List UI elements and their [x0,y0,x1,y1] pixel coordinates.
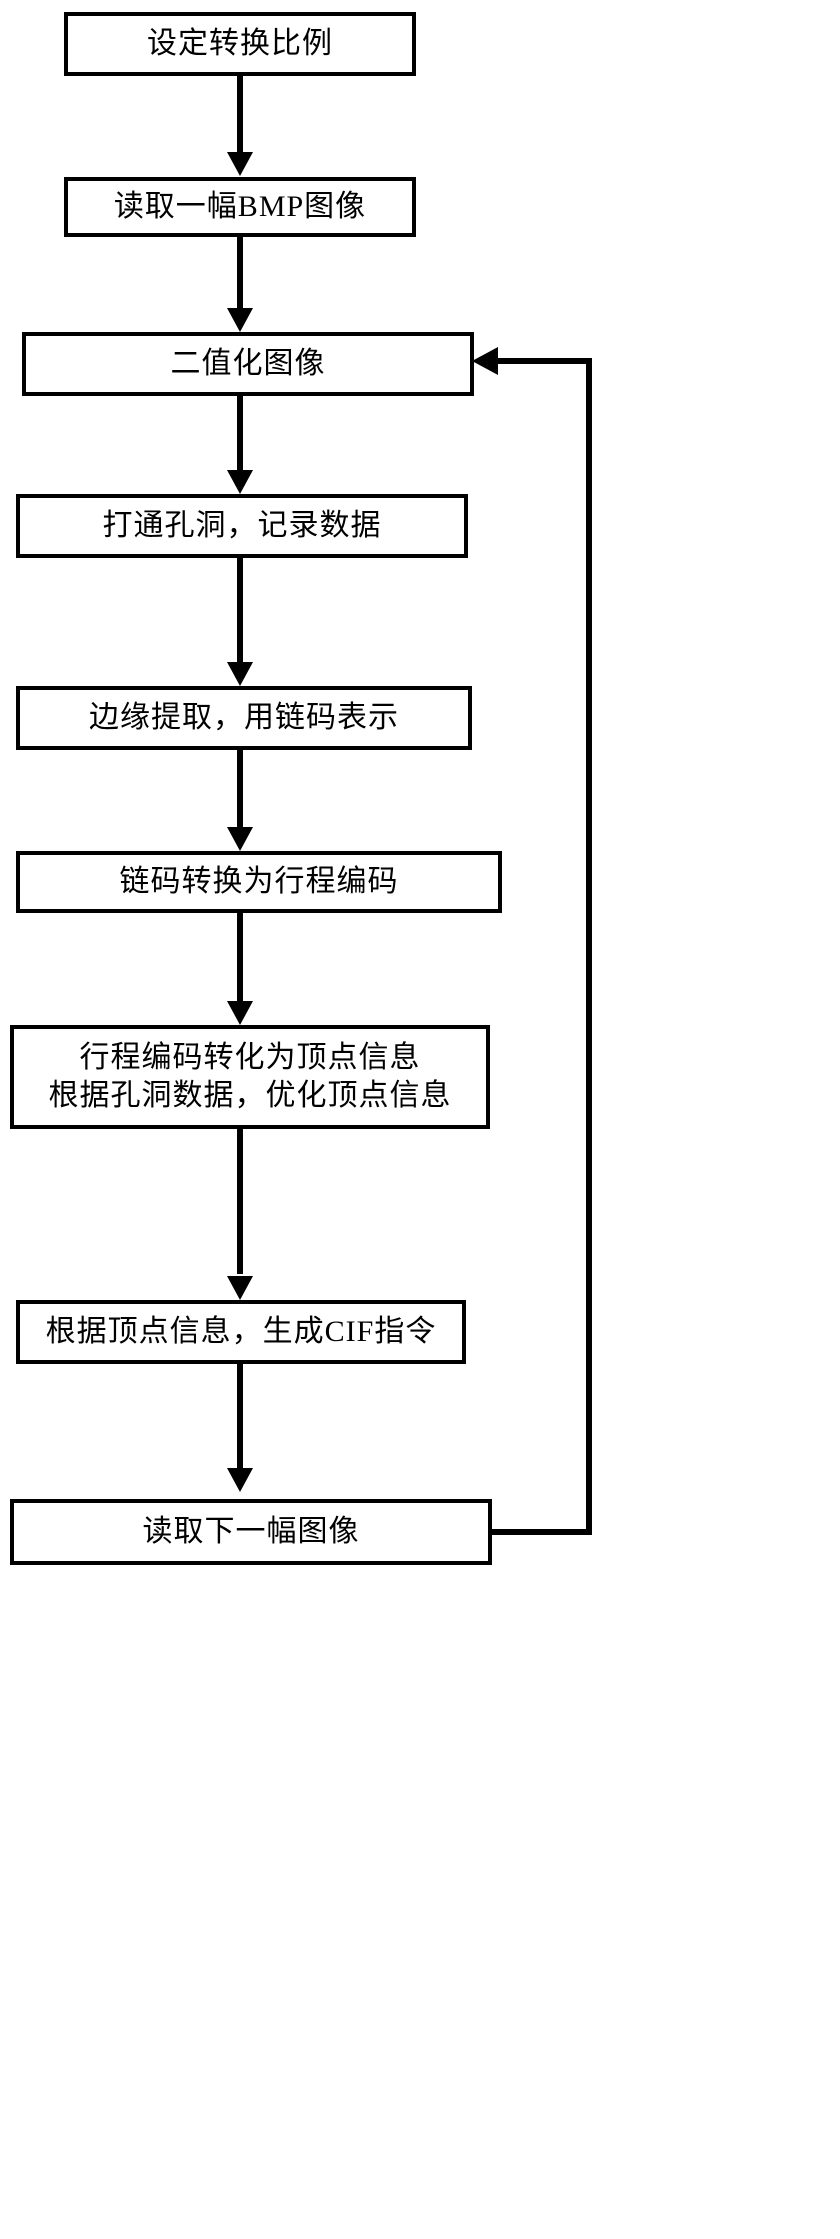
process-node-read-bmp[interactable]: 读取一幅BMP图像 [64,177,416,237]
node-label: 读取一幅BMP图像 [113,189,367,223]
connector-set-scale-to-read-bmp [237,76,243,156]
connector-read-bmp-to-binarize [237,237,243,313]
node-label: 打通孔洞，记录数据 [102,508,382,542]
node-label: 设定转换比例 [147,26,333,60]
connector-open-holes-to-edge-extract [237,558,243,668]
process-node-runlen-to-vertex[interactable]: 行程编码转化为顶点信息 根据孔洞数据，优化顶点信息 [10,1025,490,1129]
connector-vertex-to-generate-cif [237,1129,243,1274]
process-node-set-scale[interactable]: 设定转换比例 [64,12,416,76]
feedback-segment-top [498,358,592,364]
node-label: 链码转换为行程编码 [119,864,399,898]
node-label: 二值化图像 [170,346,326,380]
arrowhead-down-to-edge-extract [227,662,253,686]
feedback-segment-bottom [492,1529,592,1535]
arrowhead-down-to-vertex [227,1001,253,1025]
node-label: 边缘提取，用链码表示 [89,700,399,734]
arrowhead-down-to-open-holes [227,470,253,494]
process-node-binarize[interactable]: 二值化图像 [22,332,474,396]
node-label-line-2: 根据孔洞数据，优化顶点信息 [48,1079,452,1112]
connector-generate-cif-to-read-next [237,1364,243,1474]
connector-binarize-to-open-holes [237,396,243,476]
process-node-chain-to-runlen[interactable]: 链码转换为行程编码 [16,851,502,913]
process-node-read-next-image[interactable]: 读取下一幅图像 [10,1499,492,1565]
feedback-segment-right [586,358,592,1535]
arrowhead-down-to-generate-cif [227,1276,253,1300]
node-label: 根据顶点信息，生成CIF指令 [45,1314,437,1348]
connector-chain-to-runlen-to-vertex [237,913,243,1001]
arrowhead-down-to-chain-to-runlen [227,827,253,851]
arrowhead-down-to-read-bmp [227,152,253,176]
arrowhead-down-to-read-next [227,1468,253,1492]
node-label-line-1: 行程编码转化为顶点信息 [79,1040,421,1074]
arrowhead-left-to-binarize [472,347,498,375]
node-label: 读取下一幅图像 [142,1514,360,1548]
arrowhead-down-to-binarize [227,308,253,332]
connector-edge-extract-to-chain-to-runlen [237,750,243,832]
process-node-edge-extract[interactable]: 边缘提取，用链码表示 [16,686,472,750]
process-node-open-holes[interactable]: 打通孔洞，记录数据 [16,494,468,558]
process-node-generate-cif[interactable]: 根据顶点信息，生成CIF指令 [16,1300,466,1364]
